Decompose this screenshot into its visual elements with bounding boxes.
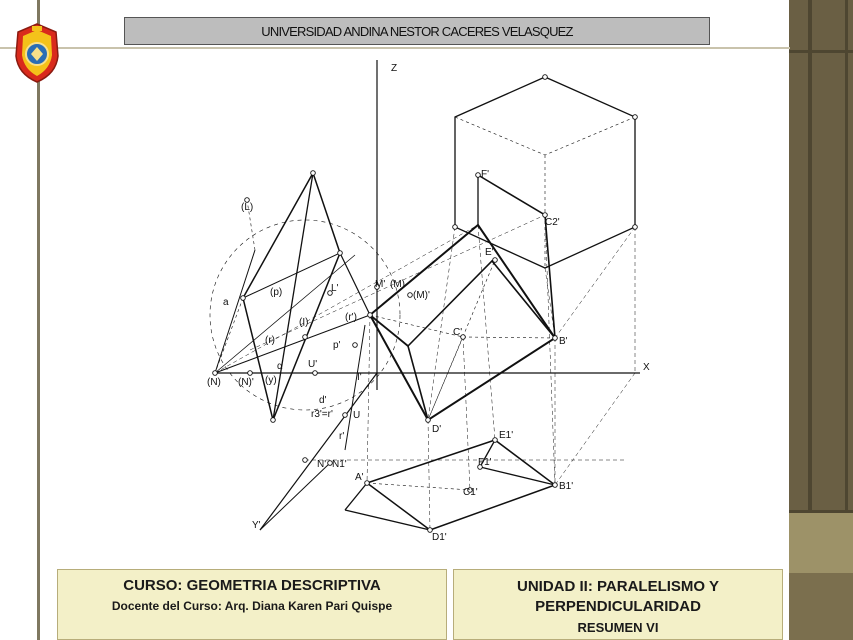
point-label: B'	[559, 336, 568, 347]
unit-title-line2: PERPENDICULARIDAD	[535, 598, 701, 615]
band-divider	[789, 510, 853, 513]
point-label: (I)	[299, 317, 308, 328]
band-accent	[789, 513, 853, 573]
unit-info-box: UNIDAD II: PARALELISMO Y PERPENDICULARID…	[453, 569, 783, 640]
top-rule	[0, 47, 790, 49]
descriptive-geometry-diagram: Z X Y' (L) a (p) L' (I) (r) M' (M) (M)' …	[207, 60, 650, 543]
band-divider	[808, 0, 812, 640]
axis-label-x: X	[643, 362, 650, 373]
point-label: (N)'	[238, 377, 254, 388]
summary-label: RESUMEN VI	[577, 620, 659, 635]
point-label: E1'	[499, 430, 513, 441]
point-label: U'	[308, 359, 317, 370]
point-label: (L)	[241, 202, 253, 213]
point-label: C'	[453, 327, 462, 338]
point-label: N'	[317, 459, 326, 470]
point-label: C1'	[463, 487, 478, 498]
point-label: p'	[333, 340, 341, 351]
point-label: M'	[375, 279, 385, 290]
course-info-box: CURSO: GEOMETRIA DESCRIPTIVA Docente del…	[57, 569, 447, 640]
point-label: C2'	[545, 217, 560, 228]
point-label: U	[353, 410, 360, 421]
point-label: r3'=r'	[311, 409, 333, 420]
point-label: α	[277, 361, 283, 372]
point-label: (N)	[207, 377, 221, 388]
point-label: (M)	[390, 279, 405, 290]
point-label: (r')	[345, 312, 357, 323]
page-title: UNIVERSIDAD ANDINA NESTOR CACERES VELASQ…	[124, 17, 710, 45]
point-label: a	[223, 297, 229, 308]
unit-title-line1: UNIDAD II: PARALELISMO Y	[517, 578, 719, 595]
axis-label-y: Y'	[252, 520, 261, 531]
point-label: D1'	[432, 532, 447, 543]
teacher-name: Docente del Curso: Arq. Diana Karen Pari…	[111, 599, 393, 613]
course-title: CURSO: GEOMETRIA DESCRIPTIVA	[123, 577, 381, 594]
point-label: E'	[485, 247, 494, 258]
point-label: D'	[432, 424, 441, 435]
point-label: (y)	[265, 375, 277, 386]
band-divider	[789, 50, 853, 53]
point-label: d'	[319, 395, 327, 406]
band-divider	[845, 0, 848, 640]
band-accent	[789, 573, 853, 640]
point-label: (p)	[270, 287, 282, 298]
point-label: F1'	[478, 457, 492, 468]
axis-label-z: Z	[391, 63, 397, 74]
point-label: F'	[481, 169, 489, 180]
left-rule	[37, 0, 40, 640]
university-crest-icon	[15, 23, 59, 83]
point-label: B1'	[559, 481, 573, 492]
point-label: I'	[357, 372, 362, 383]
point-label: N1'	[332, 459, 347, 470]
point-label: (M)'	[413, 290, 430, 301]
point-label: L'	[331, 283, 339, 294]
point-label: r'	[339, 431, 344, 442]
point-label: (r)	[265, 335, 275, 346]
point-label: A'	[355, 472, 364, 483]
